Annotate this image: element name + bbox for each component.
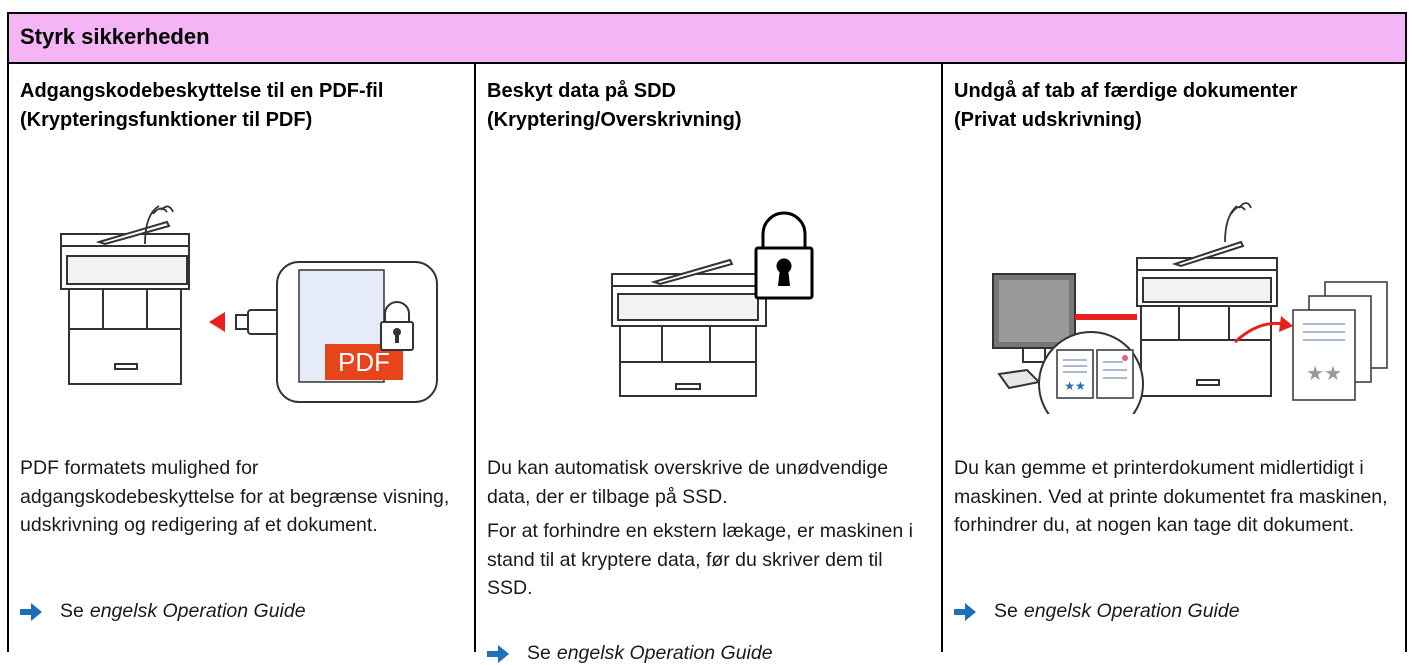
feature-column-ssd-protection: Beskyt data på SDD (Kryptering/Overskriv…: [476, 64, 943, 664]
feature-title-line1: Beskyt data på SDD: [487, 80, 676, 102]
pdf-encryption-illustration: PDF: [60, 205, 438, 403]
arrow-right-icon: [20, 602, 42, 621]
document-stack-icon: ★★: [1292, 281, 1388, 401]
feature-title-line1: Adgangskodebeskyttelse til en PDF-fil: [20, 80, 384, 102]
reference-guide-title[interactable]: engelsk Operation Guide: [89, 600, 306, 622]
usb-icon: [235, 309, 279, 335]
feature-title: Adgangskodebeskyttelse til en PDF-fil (K…: [20, 77, 460, 135]
description-paragraph: PDF formatets mulighed for adgangskodebe…: [20, 457, 450, 536]
printer-icon: [60, 220, 190, 385]
arrow-left-icon: [209, 312, 225, 332]
reference-link[interactable]: Se engelsk Operation Guide: [487, 642, 773, 665]
feature-title: Beskyt data på SDD (Kryptering/Overskriv…: [487, 77, 927, 135]
description-paragraph: For at forhindre en ekstern lækage, er m…: [487, 520, 913, 599]
hand-icon: [1224, 202, 1252, 243]
pdf-label: PDF: [338, 347, 390, 377]
reference-guide-title[interactable]: engelsk Operation Guide: [556, 642, 773, 664]
feature-description: Du kan gemme et printerdokument midlerti…: [954, 454, 1394, 546]
page-frame: Styrk sikkerheden Adgangskodebeskyttelse…: [7, 12, 1407, 664]
feature-description: Du kan automatisk overskrive de unødvend…: [487, 454, 927, 609]
lock-icon: [754, 211, 814, 300]
reference-guide-title[interactable]: engelsk Operation Guide: [1023, 600, 1240, 622]
feature-title-line2: (Kryptering/Overskrivning): [487, 109, 742, 131]
reference-link[interactable]: Se engelsk Operation Guide: [954, 600, 1240, 623]
private-print-illustration: ★★ ★★: [992, 202, 1388, 414]
section-header: Styrk sikkerheden: [9, 14, 1405, 64]
reference-link[interactable]: Se engelsk Operation Guide: [20, 600, 306, 623]
lock-icon: [380, 301, 414, 351]
svg-text:★★: ★★: [1306, 361, 1342, 385]
svg-text:★★: ★★: [1064, 379, 1086, 393]
feature-description: PDF formatets mulighed for adgangskodebe…: [20, 454, 460, 546]
hand-icon: [144, 205, 174, 245]
reference-prefix: Se: [527, 642, 551, 664]
feature-title-line2: (Krypteringsfunktioner til PDF): [20, 109, 313, 131]
section-title: Styrk sikkerheden: [20, 24, 210, 49]
output-arrow-icon: [1233, 321, 1284, 344]
document-preview-icon: ★★: [1038, 331, 1144, 414]
printer-icon: [1136, 240, 1278, 397]
connection-line: [1075, 314, 1137, 320]
printer-icon: [611, 258, 767, 397]
feature-title: Undgå af tab af færdige dokumenter (Priv…: [954, 77, 1394, 135]
description-paragraph: Du kan automatisk overskrive de unødvend…: [487, 457, 889, 508]
feature-column-private-print: Undgå af tab af færdige dokumenter (Priv…: [943, 64, 1405, 652]
arrow-right-icon: [954, 602, 976, 621]
feature-title-line1: Undgå af tab af færdige dokumenter: [954, 80, 1298, 102]
computer-icon: [992, 273, 1076, 390]
feature-column-pdf-encryption: Adgangskodebeskyttelse til en PDF-fil (K…: [9, 64, 476, 652]
arrow-right-icon: [487, 644, 509, 663]
ssd-protection-illustration: [611, 211, 814, 397]
feature-title-line2: (Privat udskrivning): [954, 109, 1142, 131]
reference-prefix: Se: [60, 600, 84, 622]
reference-prefix: Se: [994, 600, 1018, 622]
description-paragraph: Du kan gemme et printerdokument midlerti…: [954, 457, 1388, 536]
